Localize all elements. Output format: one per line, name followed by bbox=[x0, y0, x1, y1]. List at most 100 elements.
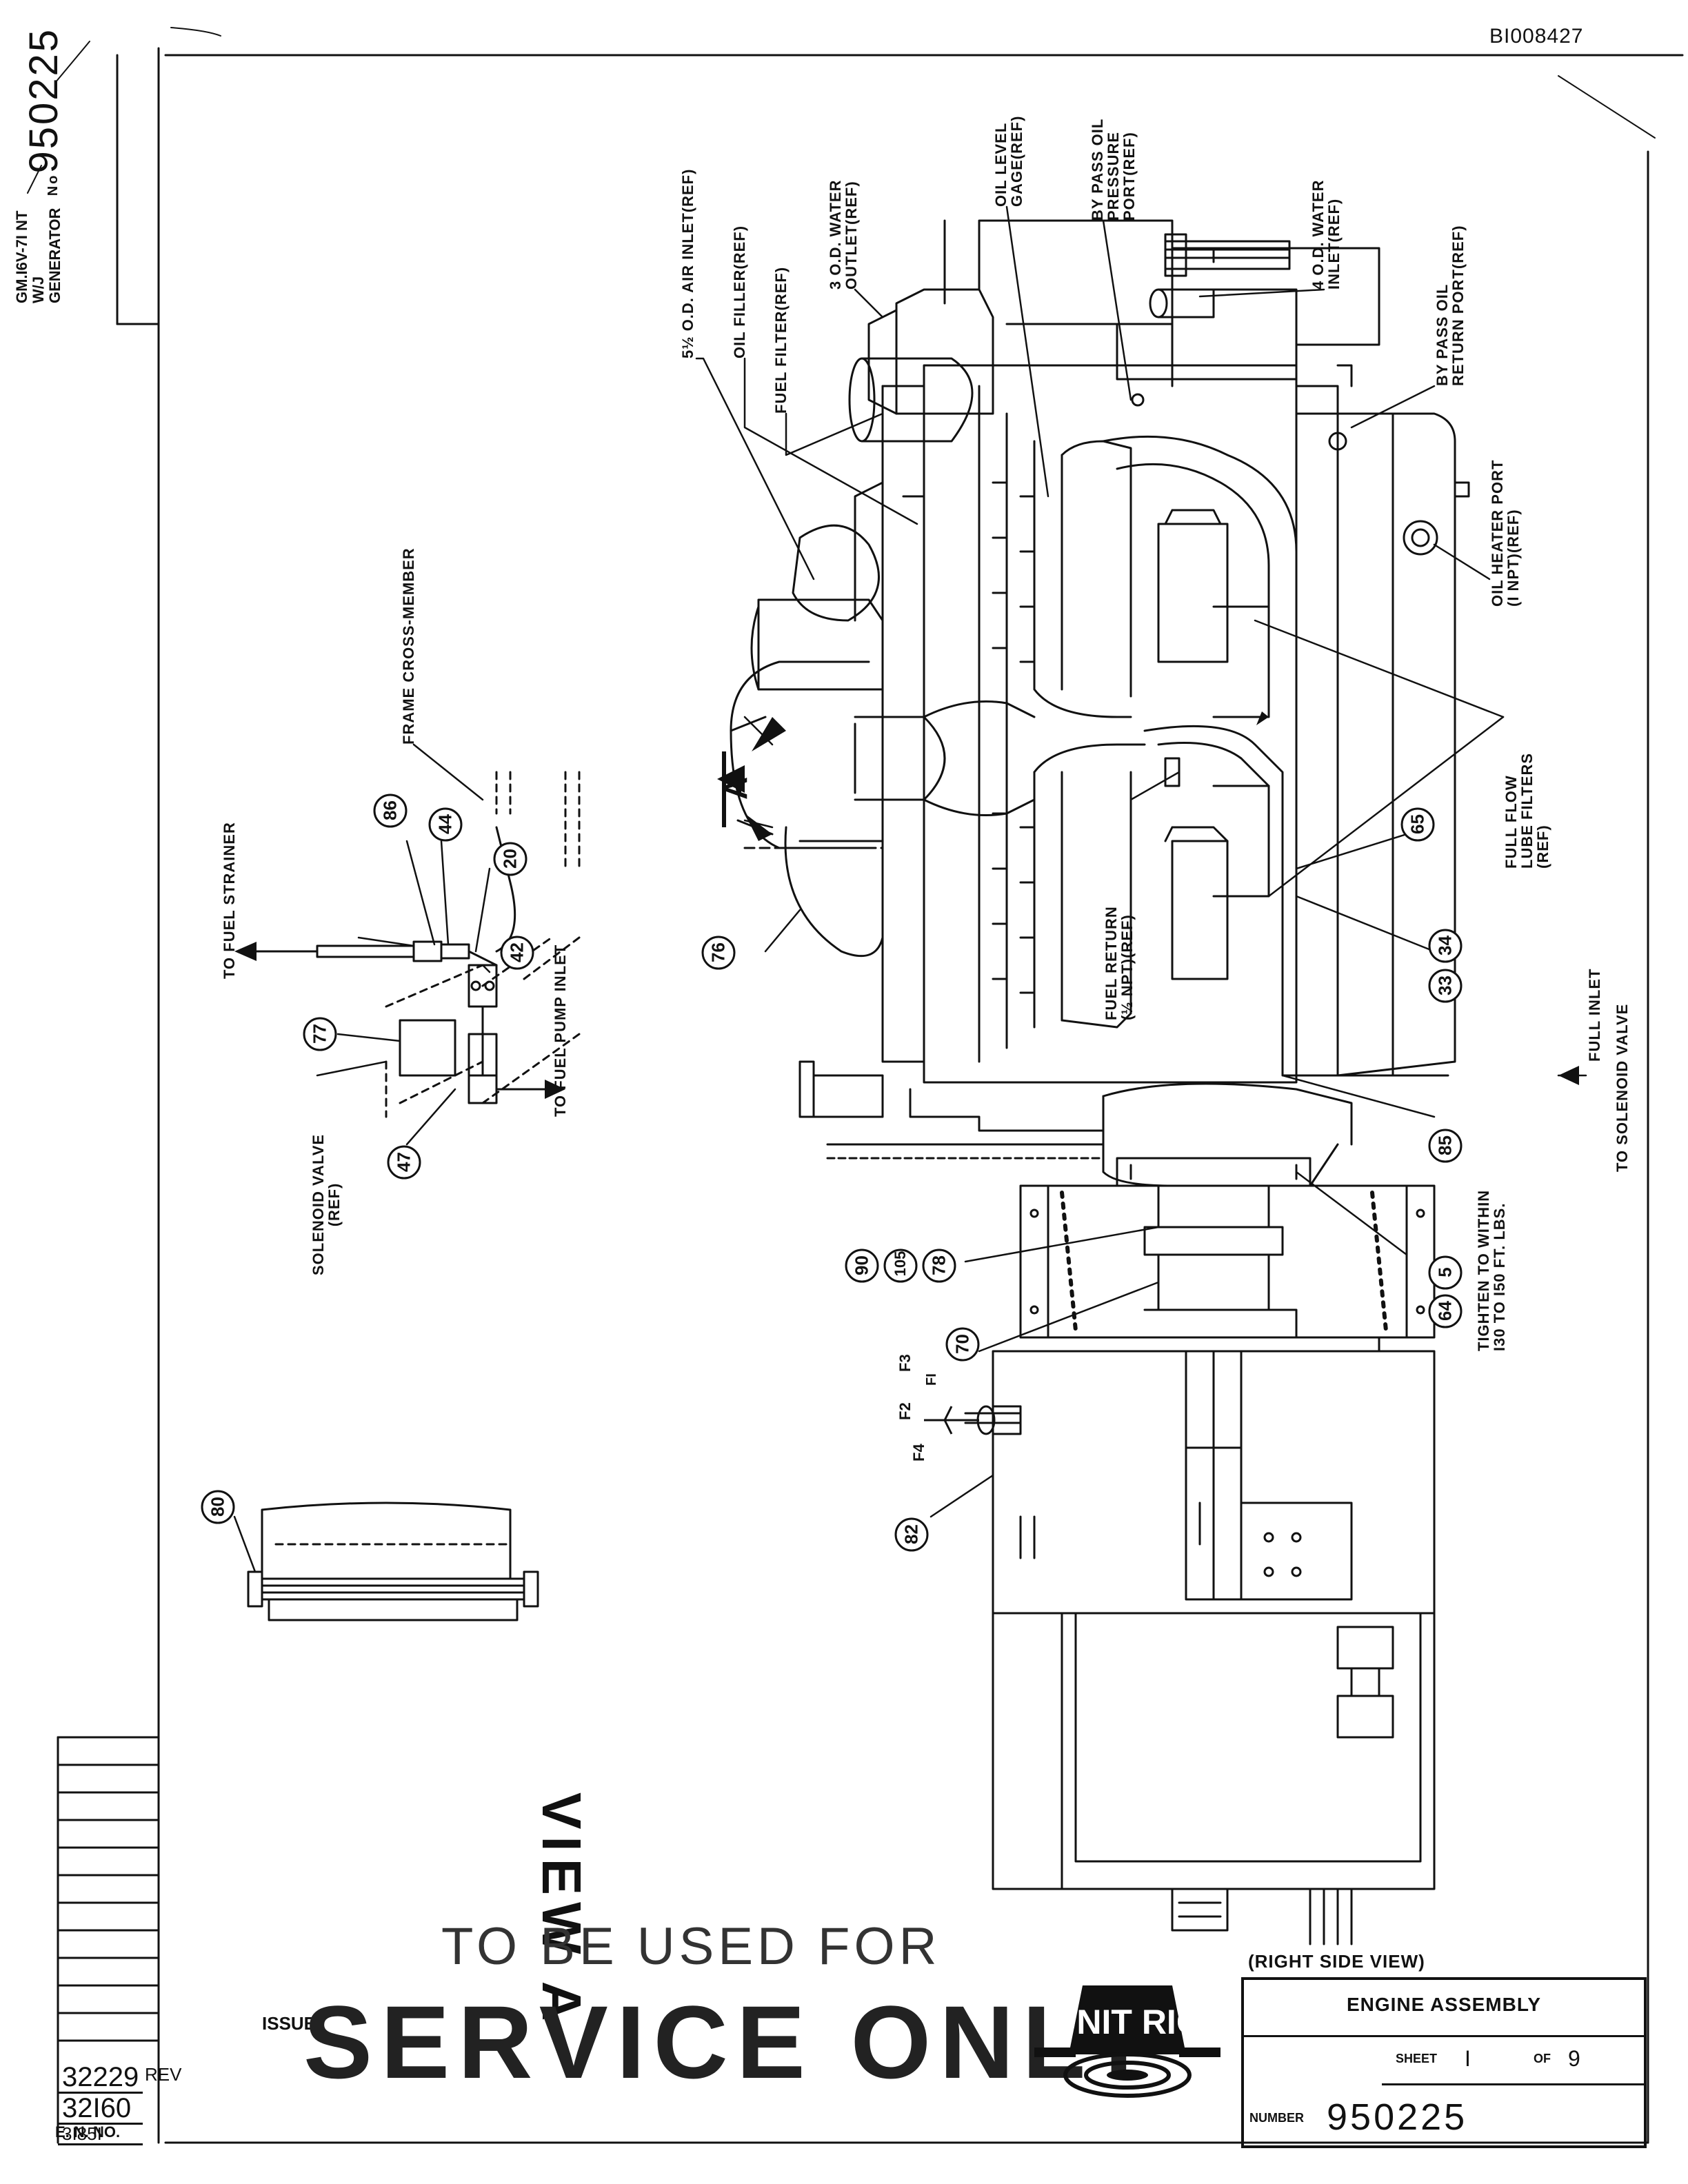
callout-oil-heater-line2: (I NPT)(REF) bbox=[1505, 509, 1523, 607]
top-manifold bbox=[867, 219, 1470, 556]
view-arrow-label: A bbox=[718, 776, 754, 800]
callout-water-outlet-line1: 3 O.D. WATER bbox=[827, 179, 844, 290]
callout-oil-heater-line1: OIL HEATER PORT bbox=[1489, 459, 1506, 607]
balloon-76: 76 bbox=[701, 935, 736, 974]
flange-detail bbox=[247, 1502, 539, 1621]
flywheel-housing bbox=[798, 1060, 1436, 1339]
callout-lube-filters-line2: LUBE FILTERS bbox=[1518, 752, 1536, 869]
generator bbox=[964, 1336, 1436, 1945]
revision-entry: 32I60 bbox=[58, 2094, 143, 2125]
callout-lube-filters-line3: (REF) bbox=[1534, 825, 1552, 869]
lead-f2: F2 bbox=[896, 1402, 914, 1420]
balloon-78-text: 78 bbox=[928, 1255, 950, 1275]
balloon-76-text: 76 bbox=[707, 942, 729, 962]
callout-solenoid-valve: SOLENOID VALVE (REF) bbox=[310, 1133, 343, 1275]
service-stamp-line2: SERVICE ONLY bbox=[303, 1984, 1162, 2100]
title-block-divider bbox=[1244, 2035, 1644, 2037]
revision-block bbox=[57, 1736, 160, 2144]
revision-mark: REV bbox=[145, 2064, 182, 2085]
callout-solenoid-line2: (REF) bbox=[325, 1182, 343, 1227]
air-intake bbox=[730, 357, 1036, 958]
balloon-5: 5 bbox=[1427, 1255, 1463, 1294]
callout-to-fuel-strainer: TO FUEL STRAINER bbox=[221, 822, 238, 979]
callout-fuel-return-line2: (½ NPT)(REF) bbox=[1118, 914, 1136, 1020]
balloon-42: 42 bbox=[499, 935, 535, 974]
service-stamp-line1: TO BE USED FOR bbox=[441, 1917, 941, 1976]
title-block-divider bbox=[1382, 2083, 1644, 2085]
callout-oil-level-line2: GAGE(REF) bbox=[1008, 115, 1026, 207]
balloon-80: 80 bbox=[200, 1489, 236, 1528]
callout-oil-level: OIL LEVEL GAGE(REF) bbox=[992, 115, 1026, 207]
arrowheads bbox=[234, 711, 1579, 1099]
balloon-65: 65 bbox=[1400, 807, 1436, 846]
lead-wires bbox=[924, 1405, 996, 1435]
balloon-86-text: 86 bbox=[379, 800, 401, 820]
title-block: ENGINE ASSEMBLY SHEET I OF 9 NUMBER 9502… bbox=[1241, 1977, 1647, 2148]
callout-water-inlet-line1: 4 O.D. WATER bbox=[1309, 179, 1327, 290]
title-block-number: 950225 bbox=[1327, 2096, 1468, 2138]
callout-water-inlet-line2: INLET(REF) bbox=[1325, 198, 1343, 290]
title-block-number-label: NUMBER bbox=[1249, 2111, 1304, 2125]
unit-rig-logo: UNIT RIG bbox=[1034, 1985, 1220, 2098]
balloon-20-text: 20 bbox=[499, 849, 521, 869]
callout-oil-level-line1: OIL LEVEL bbox=[992, 122, 1009, 207]
title-block-sheet-number: I bbox=[1465, 2046, 1471, 2071]
balloon-33-text: 33 bbox=[1434, 975, 1456, 995]
balloon-42-text: 42 bbox=[506, 942, 528, 962]
balloon-65-text: 65 bbox=[1407, 814, 1428, 834]
drawing-code: GM.I6V-7I NT bbox=[13, 210, 30, 303]
service-stamp-prefix: ISSUE bbox=[262, 2013, 316, 2034]
balloon-77: 77 bbox=[302, 1016, 338, 1055]
lube-filters bbox=[1102, 435, 1449, 1077]
balloon-33: 33 bbox=[1427, 968, 1463, 1007]
title-block-sheet-total: 9 bbox=[1568, 2046, 1580, 2071]
balloon-85: 85 bbox=[1427, 1128, 1463, 1167]
callout-fuel-return-line1: FUEL RETURN bbox=[1103, 906, 1120, 1020]
callout-water-inlet: 4 O.D. WATER INLET(REF) bbox=[1309, 179, 1343, 290]
balloon-77-text: 77 bbox=[309, 1024, 330, 1044]
drawing-desc: W/J GENERATOR bbox=[30, 208, 64, 303]
balloon-90-text: 90 bbox=[851, 1255, 872, 1275]
callout-air-inlet: 5½ O.D. AIR INLET(REF) bbox=[679, 168, 696, 358]
callout-full-inlet: FULL INLET bbox=[1586, 968, 1603, 1062]
drawing-number: 950225 bbox=[21, 28, 66, 174]
callout-to-fuel-pump: TO FUEL PUMP INLET bbox=[552, 944, 569, 1117]
drawing-number-rotated: GM.I6V-7I NT W/J GENERATOR No950225 bbox=[13, 28, 66, 303]
engine-block bbox=[854, 364, 1456, 1084]
balloon-82: 82 bbox=[894, 1517, 930, 1556]
callout-torque: TIGHTEN TO WITHIN I30 TO I50 FT. LBS. bbox=[1475, 1189, 1509, 1351]
callout-bypass-pressure-line2: PRESSURE bbox=[1105, 131, 1123, 221]
balloon-105-text: 105 bbox=[892, 1251, 909, 1277]
balloon-80-text: 80 bbox=[207, 1497, 228, 1517]
balloon-70: 70 bbox=[945, 1326, 981, 1366]
balloon-5-text: 5 bbox=[1434, 1267, 1456, 1277]
callout-bypass-return-line2: RETURN PORT(REF) bbox=[1449, 225, 1467, 386]
balloon-64: 64 bbox=[1427, 1293, 1463, 1333]
callout-lube-filters-line1: FULL FLOW bbox=[1503, 775, 1520, 869]
lead-f1: FI bbox=[924, 1373, 939, 1386]
callout-oil-filler: OIL FILLER(REF) bbox=[731, 225, 748, 358]
balloon-85-text: 85 bbox=[1434, 1135, 1456, 1155]
revision-label: E. N. NO. bbox=[55, 2123, 121, 2141]
balloon-47-text: 47 bbox=[393, 1152, 414, 1172]
revision-entry: 32229 bbox=[58, 2063, 143, 2094]
callout-torque-line2: I30 TO I50 FT. LBS. bbox=[1491, 1202, 1509, 1351]
callout-torque-line1: TIGHTEN TO WITHIN bbox=[1475, 1189, 1492, 1351]
callout-solenoid-line1: SOLENOID VALVE bbox=[310, 1133, 327, 1275]
callout-bypass-return: BY PASS OIL RETURN PORT(REF) bbox=[1434, 225, 1467, 386]
callout-bypass-return-line1: BY PASS OIL bbox=[1434, 283, 1451, 386]
balloon-34: 34 bbox=[1427, 928, 1463, 967]
balloon-64-text: 64 bbox=[1434, 1301, 1456, 1321]
revision-list: 32229 32I60 3I85I bbox=[58, 2063, 143, 2146]
balloon-105: 105 bbox=[883, 1248, 918, 1287]
balloon-47: 47 bbox=[386, 1144, 422, 1184]
title-block-of-label: OF bbox=[1534, 2052, 1551, 2065]
callout-fuel-filter: FUEL FILTER(REF) bbox=[772, 266, 790, 414]
revision-entry: 3I85I bbox=[58, 2124, 143, 2146]
callout-bypass-pressure: BY PASS OIL PRESSURE PORT(REF) bbox=[1089, 119, 1138, 221]
view-arrow bbox=[717, 751, 745, 827]
callout-fuel-return: FUEL RETURN (½ NPT)(REF) bbox=[1103, 906, 1136, 1020]
callout-to-solenoid: TO SOLENOID VALVE bbox=[1614, 1003, 1631, 1172]
